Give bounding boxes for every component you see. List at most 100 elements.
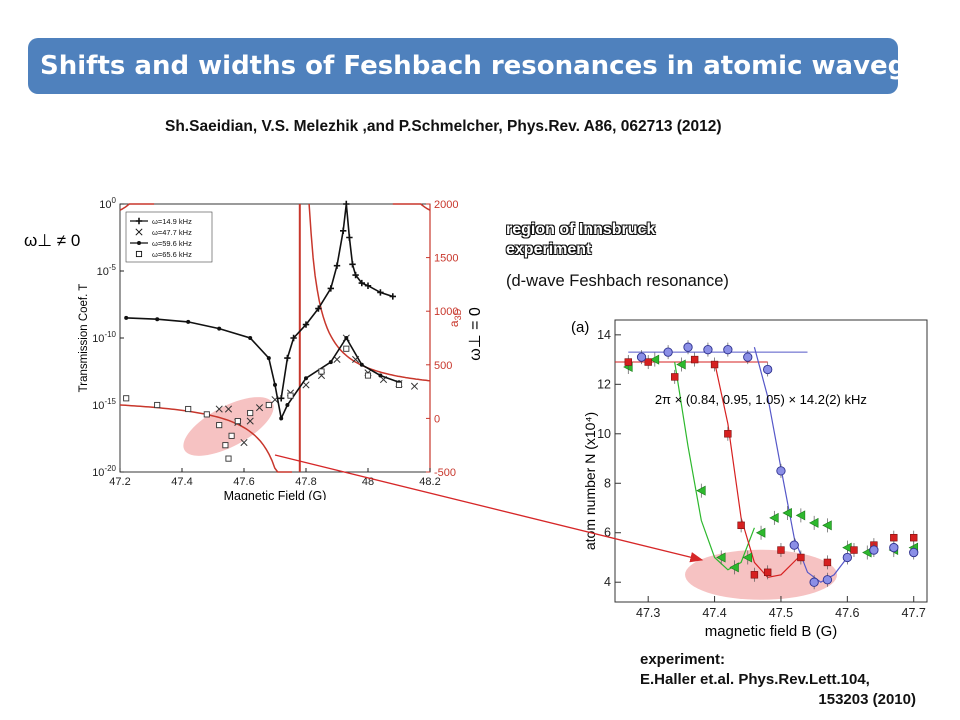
data-point [248,336,253,340]
data-point [890,533,898,542]
legend-label: ω=47.7 kHz [152,228,192,237]
y2-label-main: a [447,320,461,327]
data-point [723,345,733,355]
series-line [280,203,394,399]
data-point [278,395,285,402]
data-point [222,442,229,449]
x-tick-label: 47.8 [295,476,316,488]
x-tick-label: 47.2 [109,476,130,488]
legend-label: ω=59.6 kHz [152,239,192,248]
data-point [302,381,310,389]
omega-neq-annotation: ω⊥ ≠ 0 [24,231,80,250]
y-tick-base: 10 [97,266,109,278]
data-point [809,577,819,587]
y-tick-base: 10 [92,467,104,479]
fit-curve [714,361,802,578]
y-tick-exponent: -15 [104,397,116,406]
region-label-line1: region of Innsbruck [506,221,656,238]
y2-tick-label: 2000 [434,199,458,211]
data-point [358,279,365,287]
data-point [228,432,235,439]
data-point [359,362,364,367]
legend-marker [137,241,141,245]
data-point [649,354,660,365]
data-point [364,372,372,379]
data-point [327,285,334,292]
data-point [763,568,772,577]
omega-eq-annotation: ω⊥ = 0 [467,307,484,361]
x-tick-label: 47.4 [171,476,192,488]
data-point [302,321,310,328]
data-point [246,417,254,425]
y-tick-exponent: -5 [109,263,117,272]
data-point [869,545,879,555]
data-point [346,234,353,241]
series-4 [123,345,403,462]
data-point [644,358,652,366]
data-point [349,261,356,268]
experiment-reference: experiment: E.Haller et.al. Phys.Rev.Let… [640,650,930,710]
legend-marker [135,250,143,258]
y-tick-base: 10 [92,333,104,345]
data-point [352,271,359,279]
y-tick-label: 10 [597,427,611,441]
data-point [155,317,160,322]
data-point [378,373,383,378]
data-point [318,368,325,375]
region-label: region of Innsbruck experiment [506,220,655,260]
data-point [290,334,297,342]
data-point [377,289,384,296]
data-point [315,305,322,312]
data-point [304,376,308,381]
data-point [234,418,241,425]
fit-curves [615,347,848,583]
data-point [676,359,686,370]
data-point [763,364,773,375]
y-tick-exponent: 0 [112,196,117,205]
data-point [809,517,819,528]
data-point [910,533,918,542]
experiment-line1: experiment: [640,651,726,668]
data-point [716,552,726,563]
legend-marker [135,228,143,236]
frequency-annotation: 2π × (0.84, 0.95, 1.05) × 14.2(2) kHz [655,392,867,407]
y-tick-label: 100 [99,196,116,211]
y2-tick-label: 500 [434,360,452,372]
data-point [215,405,223,413]
data-point [737,521,745,530]
highlight-ellipse [183,397,274,456]
data-point [285,403,290,407]
data-point [410,382,419,390]
y2-label-sub: 3D [453,308,463,320]
data-point [266,356,271,361]
dwave-note: (d-wave Feshbach resonance) [506,272,729,290]
x-tick-label: 47.3 [636,606,660,620]
data-point [340,227,347,234]
series-3 [124,315,401,422]
data-point [343,200,350,208]
data-point [216,422,223,429]
data-point [124,315,129,320]
y-tick-label: 10-10 [92,330,116,345]
data-point [279,416,284,421]
data-point [255,404,264,412]
data-point [742,552,753,563]
experiment-line2: E.Haller et.al. Phys.Rev.Lett.104, [640,671,870,688]
data-point [186,319,191,324]
y-tick-label: 14 [597,328,611,342]
y-tick-base: 10 [99,199,111,211]
x-tick-label: 47.6 [233,476,254,488]
data-point [364,282,372,289]
data-point [636,352,647,362]
x-tick-label: 47.6 [835,606,859,620]
data-point [823,558,832,567]
data-point [755,527,766,538]
fit-curve [753,347,848,583]
data-point [850,546,858,554]
experiment-line3: 153203 (2010) [818,691,916,708]
x-tick-label: 47.4 [702,606,726,620]
data-point [273,382,277,387]
y-axis-label: Transmission Coef. T [78,284,90,393]
